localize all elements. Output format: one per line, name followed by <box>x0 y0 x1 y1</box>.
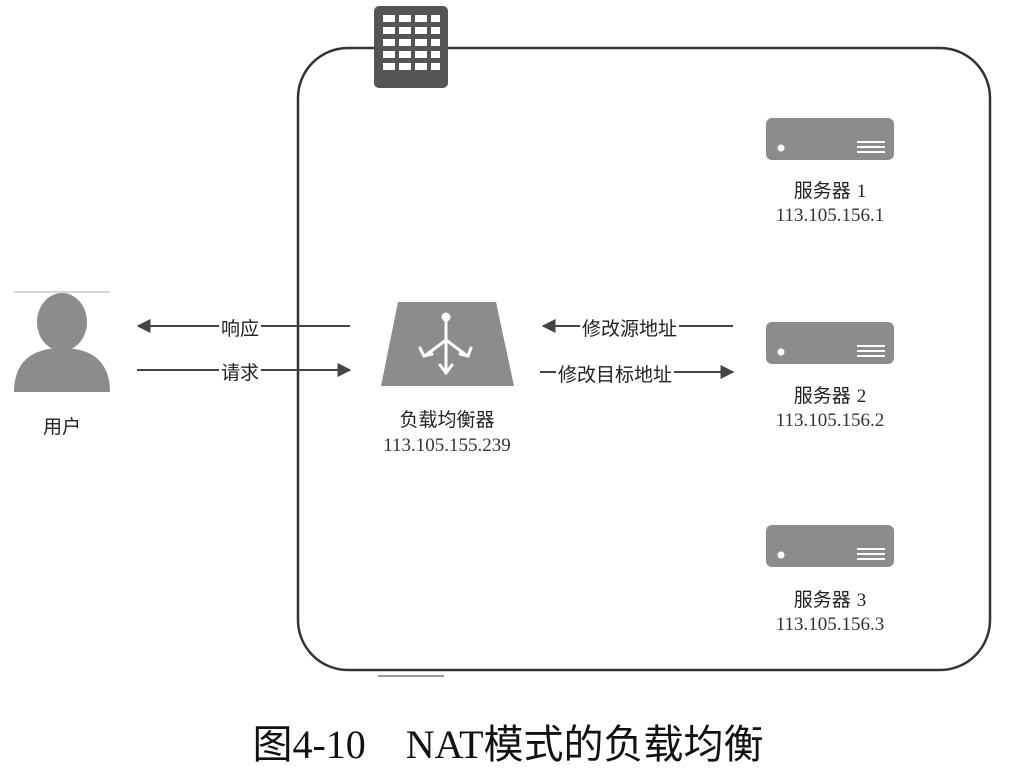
server-1-icon <box>766 118 894 160</box>
server-2-ip: 113.105.156.2 <box>775 410 885 431</box>
server-2-icon <box>766 322 894 364</box>
server-1-number: 1 <box>856 181 867 202</box>
modify-source-label: 修改源地址 <box>580 314 680 341</box>
server-3-name: 服务器 <box>793 589 851 611</box>
load-balancer-icon <box>381 302 514 386</box>
server-1-label: 服务器 1 <box>730 176 930 203</box>
response-label: 响应 <box>219 314 262 341</box>
server-3-icon <box>766 525 894 567</box>
server-1-ip: 113.105.156.1 <box>775 205 885 226</box>
load-balancer-label: 负载均衡器 <box>399 409 495 431</box>
modify-destination-label: 修改目标地址 <box>556 360 675 387</box>
load-balancer-ip: 113.105.155.239 <box>383 435 511 456</box>
server-2-number: 2 <box>856 386 867 407</box>
server-2-label: 服务器 2 <box>730 381 930 408</box>
user-label: 用户 <box>42 416 81 438</box>
datacenter-frame <box>296 46 992 672</box>
server-2-name: 服务器 <box>793 385 851 407</box>
figure-caption: 图4-10 NAT模式的负载均衡 <box>252 722 764 767</box>
server-3-label: 服务器 3 <box>730 585 930 612</box>
datacenter-building-icon <box>374 6 448 88</box>
server-3-number: 3 <box>856 590 867 611</box>
server-3-ip: 113.105.156.3 <box>775 614 885 635</box>
request-label: 请求 <box>219 358 262 385</box>
user-icon <box>14 291 110 392</box>
server-1-name: 服务器 <box>793 180 851 202</box>
